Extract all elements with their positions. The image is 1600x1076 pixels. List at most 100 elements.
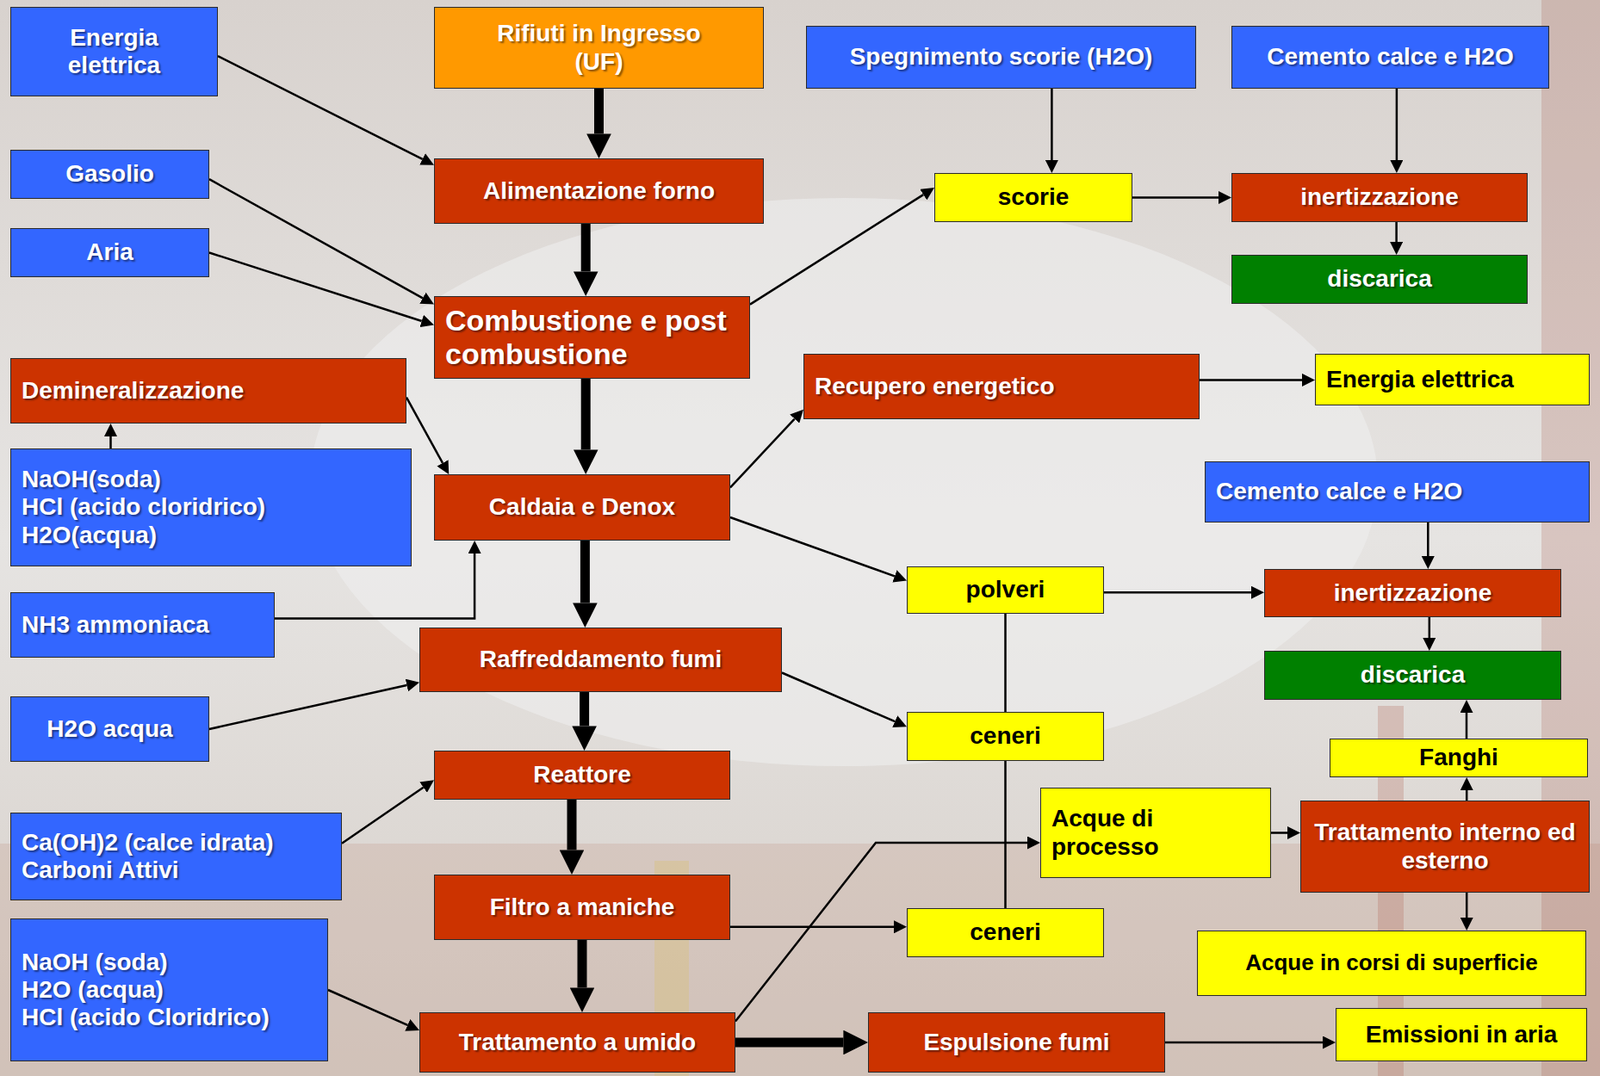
process-box: Trattamento a umido <box>419 1012 736 1073</box>
background-pipe <box>1541 0 1600 1076</box>
flow-arrow <box>1395 88 1399 161</box>
flow-arrow <box>1465 713 1469 739</box>
box-label: Filtro a maniche <box>489 893 676 922</box>
box-label: Emissioni in aria <box>1365 1021 1558 1049</box>
flow-arrow <box>730 926 894 930</box>
main-flow-arrow <box>581 223 591 272</box>
flow-arrow <box>1465 790 1469 801</box>
box-label: NH3 ammoniaca <box>21 611 210 639</box>
flow-arrow <box>1132 196 1219 199</box>
box-label: HCl (acido cloridrico) <box>21 493 266 521</box>
flow-arrow <box>781 673 895 723</box>
box-label: polveri <box>966 576 1046 604</box>
flow-arrow <box>406 397 443 464</box>
process-box: Espulsione fumi <box>868 1012 1166 1073</box>
flow-arrow <box>217 55 423 160</box>
box-label: ceneri <box>969 918 1042 947</box>
process-box: Demineralizzazione <box>10 358 407 424</box>
input-box: Cemento calce e H2O <box>1231 25 1550 89</box>
box-label: H2O (acqua) <box>21 976 164 1005</box>
main-flow-arrow <box>579 692 590 726</box>
box-label: scorie <box>998 183 1070 211</box>
box-label: Reattore <box>533 761 632 789</box>
input-box: Aria <box>10 228 210 278</box>
output-box: scorie <box>934 173 1133 223</box>
flow-arrow <box>730 517 895 577</box>
flow-arrow <box>750 194 924 305</box>
box-label: Spegnimento scorie (H2O) <box>849 43 1154 71</box>
box-label: Acque di processo <box>1051 805 1260 861</box>
flow-arrow <box>209 685 407 730</box>
input-box: NaOH(soda)HCl (acido cloridrico)H2O(acqu… <box>10 448 412 567</box>
flow-arrow <box>1199 378 1303 382</box>
main-flow-arrow <box>567 800 577 850</box>
flow-arrow <box>1165 1041 1323 1045</box>
flow-arrow <box>1050 88 1054 161</box>
flow-arrow <box>1428 617 1432 639</box>
main-flow-arrow <box>594 88 604 134</box>
output-box: Energia elettrica <box>1314 353 1590 406</box>
input-box: Cemento calce e H2O <box>1204 461 1590 523</box>
box-label: Recupero energetico <box>814 372 1055 401</box>
process-box: Raffreddamento fumi <box>419 627 782 693</box>
input-box: NaOH (soda)H2O (acqua)HCl (acido Cloridr… <box>10 918 329 1062</box>
flow-arrow <box>1004 761 1007 909</box>
input-box: Spegnimento scorie (H2O) <box>806 25 1197 89</box>
box-label: Aria <box>86 238 133 267</box>
flow-arrow <box>1004 613 1007 713</box>
process-box: Filtro a maniche <box>434 874 731 941</box>
box-label: NaOH (soda) <box>21 948 168 977</box>
input-box: H2O acqua <box>10 696 210 763</box>
box-label: Caldaia e Denox <box>489 493 676 521</box>
box-label: Cemento calce e H2O <box>1266 43 1514 71</box>
box-label: Combustione e post combustione <box>445 303 739 372</box>
box-label: ceneri <box>969 722 1042 751</box>
box-label: Cemento calce e H2O <box>1215 477 1463 506</box>
box-label: Alimentazione forno <box>483 177 715 205</box>
process-box: Recupero energetico <box>803 353 1200 420</box>
flow-arrow <box>1395 222 1398 242</box>
flow-arrow <box>1103 591 1252 595</box>
main-flow-arrow <box>735 1038 844 1049</box>
process-box: Caldaia e Denox <box>434 474 731 541</box>
output-box: Acque in corsi di superficie <box>1196 930 1587 997</box>
main-flow-arrow <box>577 940 588 988</box>
box-label: Fanghi <box>1419 744 1499 772</box>
box-label: Carboni Attivi <box>21 856 180 885</box>
flow-arrow <box>209 253 422 323</box>
landfill-box: discarica <box>1231 254 1528 304</box>
flow-arrow <box>209 179 423 298</box>
box-label: HCl (acido Cloridrico) <box>21 1004 270 1032</box>
box-label: Ca(OH)2 (calce idrata) <box>21 829 274 857</box>
box-label: inertizzazione <box>1300 183 1459 211</box>
box-label: Trattamento interno ed esterno <box>1311 818 1579 875</box>
box-label: H2O(acqua) <box>21 521 157 550</box>
flow-arrow <box>109 436 112 449</box>
box-label: Energia elettrica <box>1326 365 1514 394</box>
output-box: polveri <box>906 566 1104 614</box>
process-box: Combustione e post combustione <box>434 296 751 379</box>
waste-input-box: Rifiuti in Ingresso (UF) <box>434 6 764 89</box>
box-label: NaOH(soda) <box>21 465 162 494</box>
process-box: inertizzazione <box>1264 569 1562 618</box>
box-label: Gasolio <box>65 160 155 188</box>
output-box: Acque di processo <box>1040 787 1272 879</box>
box-label: H2O acqua <box>46 715 173 744</box>
landfill-box: discarica <box>1264 651 1562 701</box>
box-label: Espulsione fumi <box>923 1029 1110 1057</box>
process-box: Alimentazione forno <box>434 158 764 224</box>
output-box: ceneri <box>906 908 1104 958</box>
main-flow-arrow <box>581 378 591 450</box>
input-box: Ca(OH)2 (calce idrata)Carboni Attivi <box>10 812 342 901</box>
box-label: Acque in corsi di superficie <box>1245 950 1538 977</box>
output-box: Fanghi <box>1329 738 1588 778</box>
output-box: Emissioni in aria <box>1335 1008 1588 1062</box>
box-label: discarica <box>1360 661 1465 689</box>
flow-arrow <box>328 990 408 1026</box>
box-label: Rifiuti in Ingresso (UF) <box>491 19 707 75</box>
box-label: Energia elettrica <box>21 24 207 80</box>
process-box: Reattore <box>434 750 731 800</box>
box-label: Demineralizzazione <box>21 377 244 405</box>
